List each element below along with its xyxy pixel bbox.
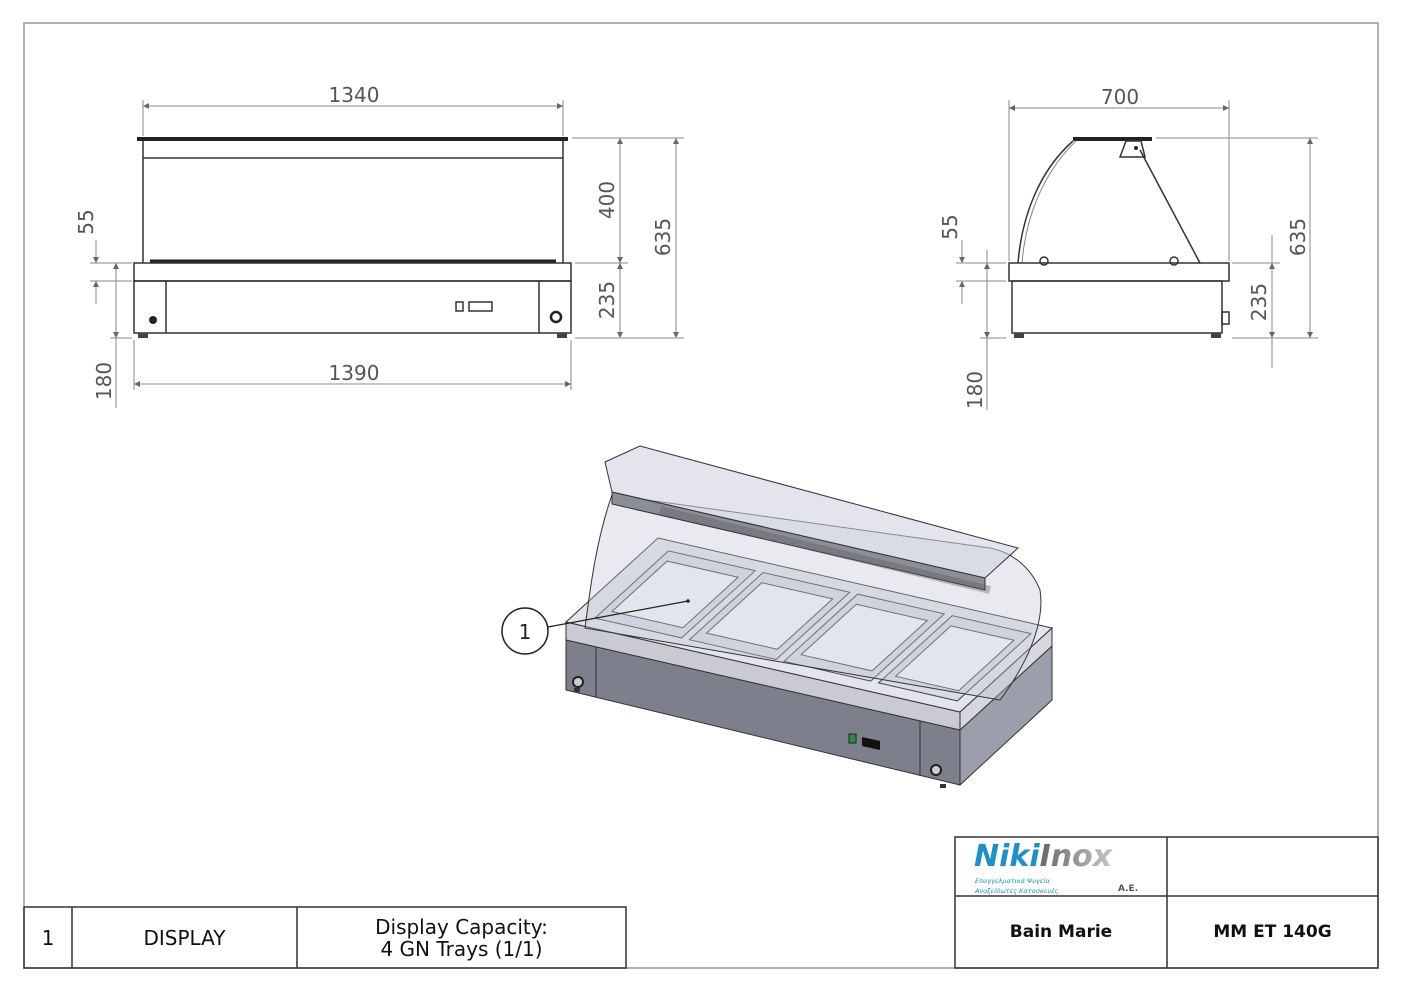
countertop xyxy=(133,262,572,282)
front-view xyxy=(133,137,572,338)
description-line-2: 4 GN Trays (1/1) xyxy=(380,936,543,961)
side-view xyxy=(1008,137,1230,338)
thermostat-display-icon xyxy=(862,737,880,750)
top-glass xyxy=(604,445,1020,579)
model-number: MM ET 140G xyxy=(1213,922,1332,942)
gn-tray-1 xyxy=(610,560,740,629)
description-line-1: Display Capacity: xyxy=(375,914,548,939)
knob-icon xyxy=(930,764,942,776)
dim-400: 400 xyxy=(595,181,619,219)
item-name: DISPLAY xyxy=(143,925,226,950)
balloon-number: 1 xyxy=(519,620,532,644)
canopy-top xyxy=(137,137,568,141)
dim-55-side: 55 xyxy=(938,214,962,239)
gn-tray-4 xyxy=(894,625,1015,692)
gn-tray-2 xyxy=(705,582,834,650)
dim-235-side: 235 xyxy=(1247,283,1271,321)
parts-table-grid xyxy=(23,906,627,969)
isometric-view xyxy=(564,445,1054,788)
knob-icon xyxy=(549,310,563,324)
dim-1390: 1390 xyxy=(329,361,380,385)
dim-180-side: 180 xyxy=(963,371,987,409)
base-body xyxy=(133,280,572,334)
logo-brand-inox: Inox xyxy=(1040,839,1114,874)
knob-icon xyxy=(572,676,584,688)
item-number: 1 xyxy=(41,925,55,950)
switch-icon xyxy=(455,301,464,312)
logo-suffix: A.E. xyxy=(1118,884,1138,894)
dim-180: 180 xyxy=(92,362,116,400)
title-block-grid xyxy=(954,836,1379,969)
dim-635: 635 xyxy=(651,218,675,256)
balloon-1: 1 xyxy=(501,599,690,655)
sheet-border xyxy=(23,22,1379,969)
nikiinox-logo: NikiInox Επαγγελματικά Ψυγεία Ανοξείδωτε… xyxy=(974,839,1138,895)
dim-635-side: 635 xyxy=(1286,218,1310,256)
dim-1340: 1340 xyxy=(329,83,380,107)
front-dimensions: 1340 1390 400 235 635 55 180 xyxy=(74,83,684,408)
product-name: Bain Marie xyxy=(1009,922,1113,942)
dim-700: 700 xyxy=(1101,85,1139,109)
power-switch-icon xyxy=(848,733,857,744)
logo-tagline-1: Επαγγελματικά Ψυγεία xyxy=(975,877,1051,885)
dim-235: 235 xyxy=(595,281,619,319)
item-description: Display Capacity: 4 GN Trays (1/1) xyxy=(297,907,626,968)
gn-tray-3 xyxy=(800,603,929,672)
logo-brand-niki: Niki xyxy=(974,839,1040,874)
front-rail xyxy=(611,491,986,591)
logo-brand: NikiInox xyxy=(974,839,1114,874)
display-icon xyxy=(468,301,493,312)
dim-55: 55 xyxy=(74,209,98,234)
logo-tagline-2: Ανοξείδωτες Κατασκευές xyxy=(974,887,1059,895)
side-dimensions: 700 635 235 55 180 xyxy=(938,85,1318,410)
knob-icon xyxy=(149,316,157,324)
